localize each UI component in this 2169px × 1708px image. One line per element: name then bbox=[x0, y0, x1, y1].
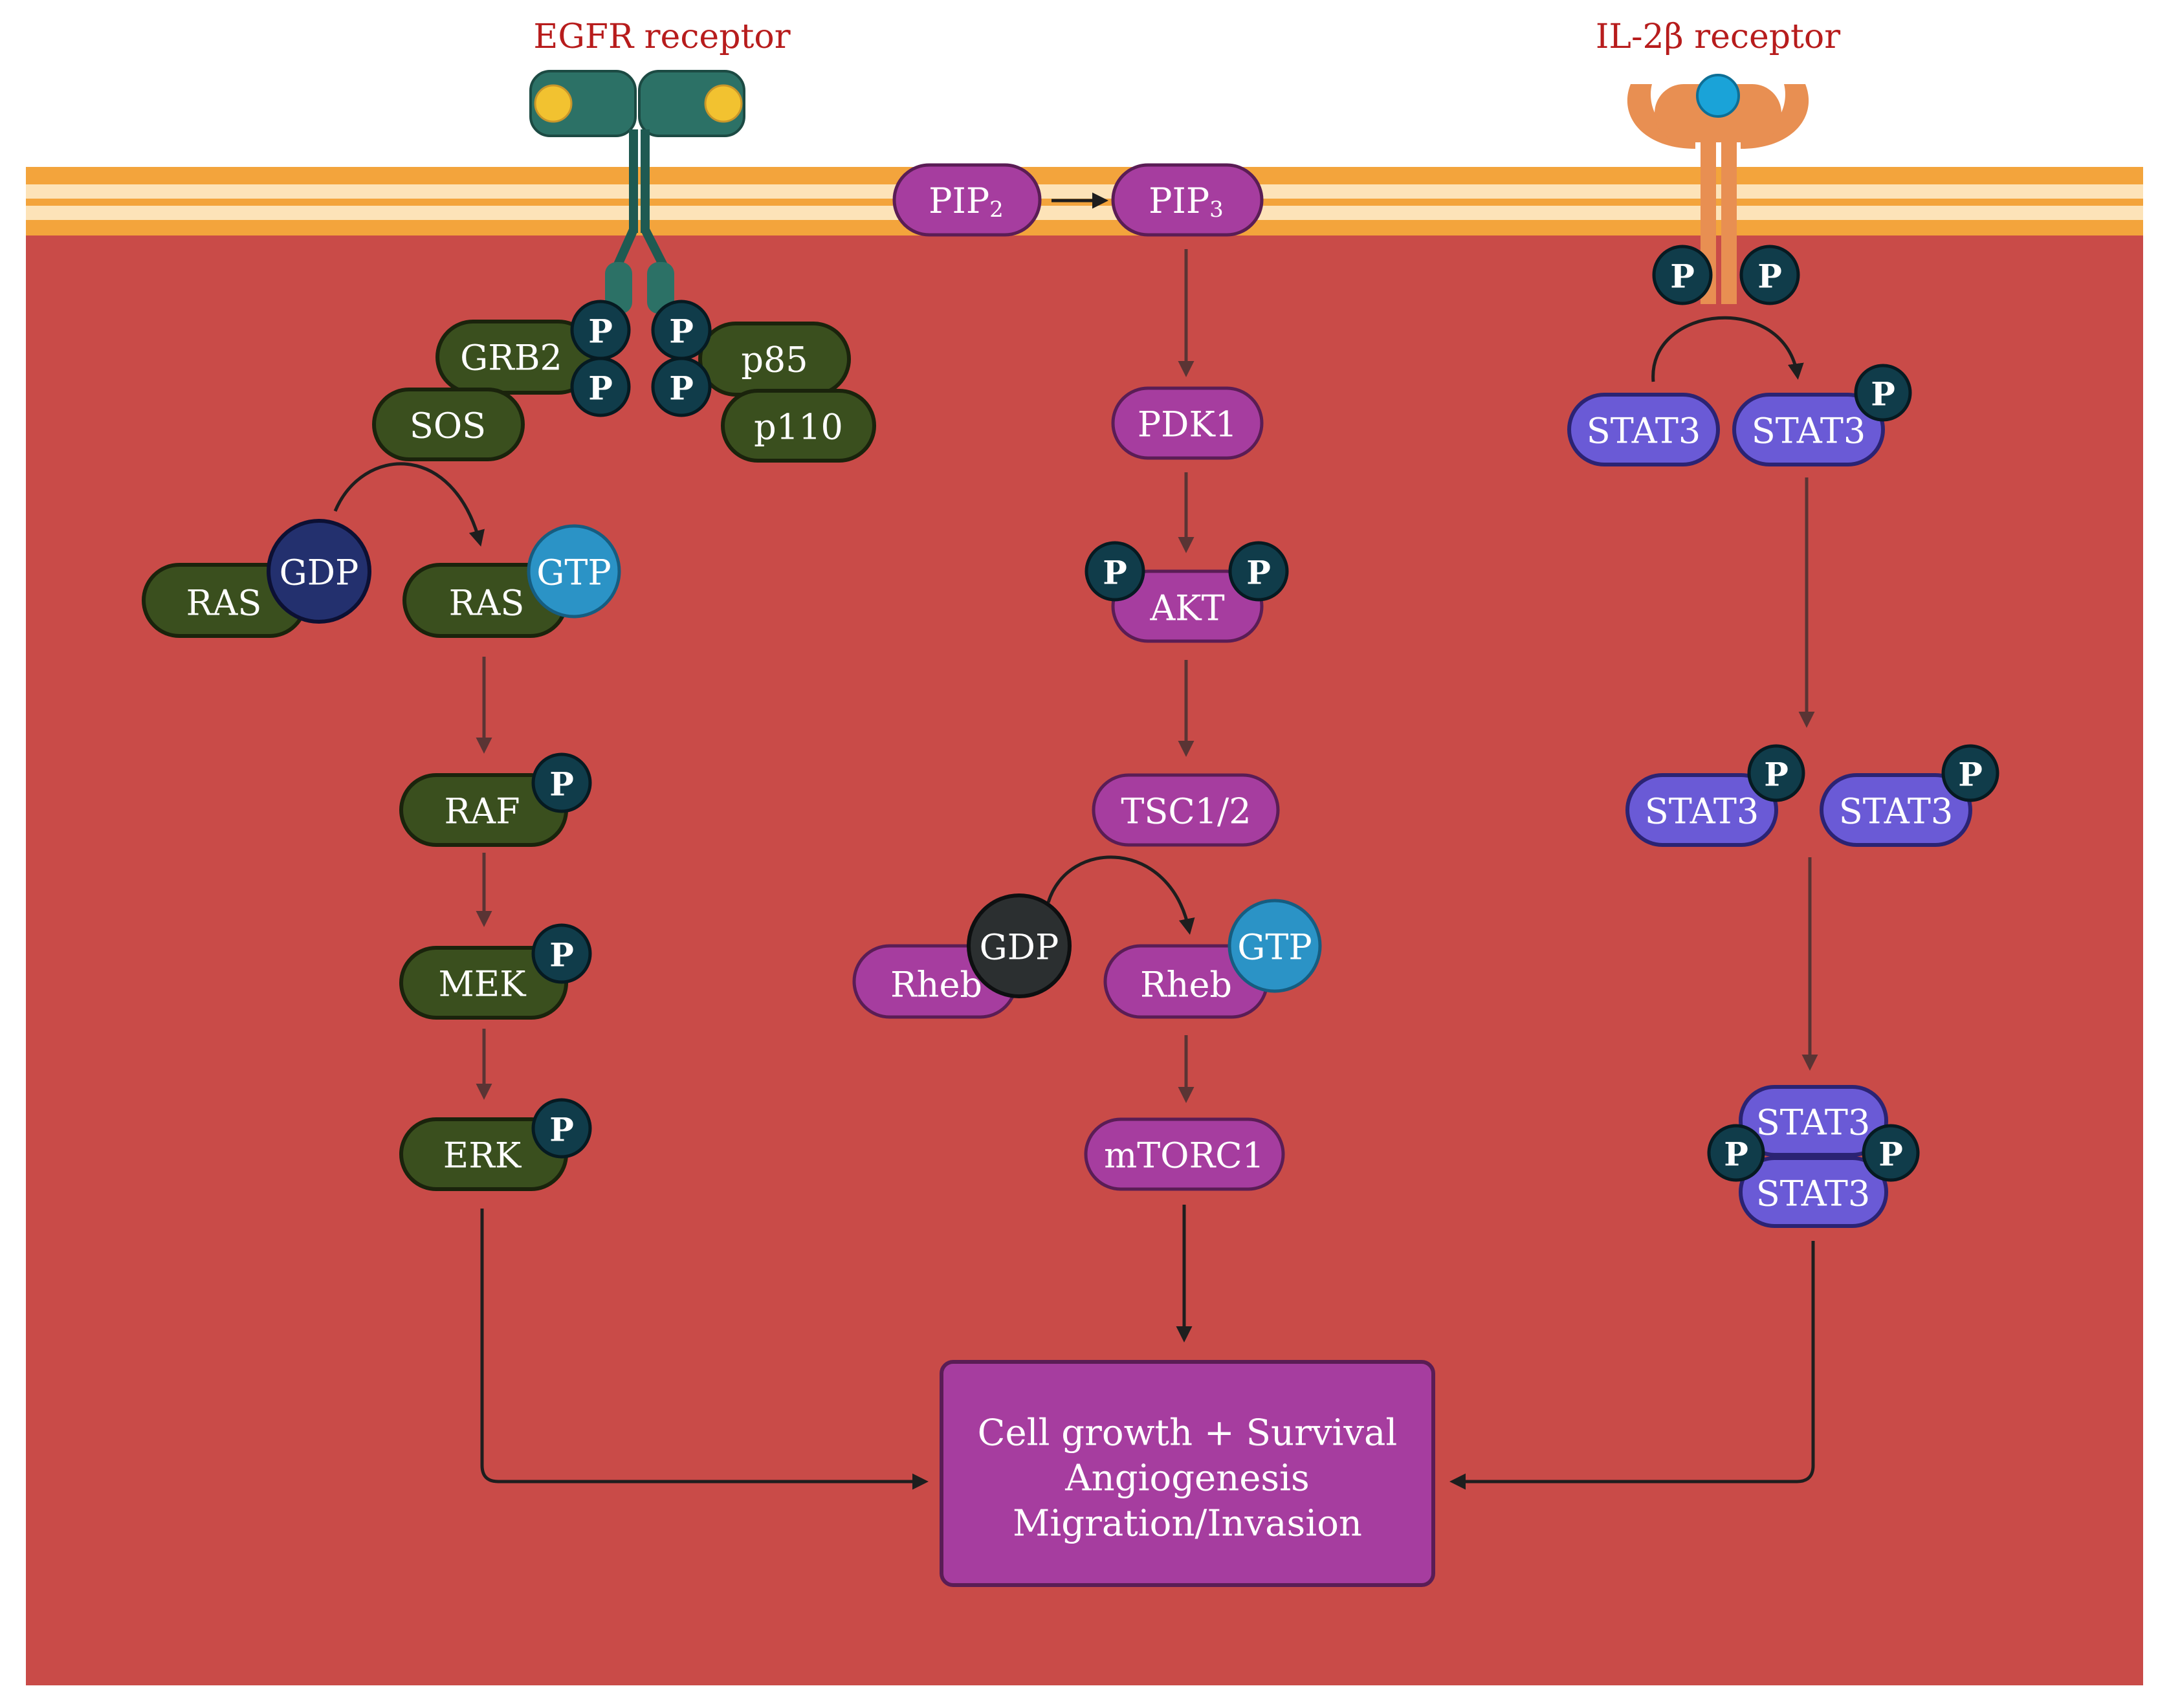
pip2-subscript: 2 bbox=[989, 197, 1004, 223]
gtp-label-rheb: GTP bbox=[1237, 927, 1312, 968]
pip2-node bbox=[892, 163, 1042, 237]
phospho-label-erk: P bbox=[549, 1111, 574, 1149]
stat3-dimer-top-node bbox=[1739, 1085, 1888, 1157]
ras-gdp-label: RAS bbox=[186, 583, 262, 624]
egfr-receptor bbox=[529, 70, 745, 314]
phospho-site-dimer-right bbox=[1862, 1124, 1920, 1182]
phospho-site-stat3-c bbox=[1747, 744, 1805, 802]
sos-node bbox=[372, 388, 525, 461]
il2-receptor-title: IL-2β receptor bbox=[1596, 17, 1840, 56]
stat3-label-b: STAT3 bbox=[1752, 411, 1866, 452]
outcome-line-3: Migration/Invasion bbox=[1013, 1503, 1362, 1545]
phospho-label-stat3-c: P bbox=[1764, 756, 1789, 794]
mtorc1-node bbox=[1084, 1117, 1285, 1191]
stat3-node-d bbox=[1820, 773, 1972, 847]
phospho-site-il2-left bbox=[1652, 245, 1713, 305]
rheb-gtp-label: Rheb bbox=[1140, 965, 1232, 1005]
phospho-label-dimer-left: P bbox=[1724, 1135, 1748, 1174]
pdk1-label: PDK1 bbox=[1138, 404, 1237, 445]
erk-to-output-arrow bbox=[480, 1209, 929, 1490]
phospho-label-dimer-right: P bbox=[1878, 1135, 1903, 1174]
phospho-label-egfr-4: P bbox=[669, 369, 694, 408]
p110-node bbox=[721, 389, 876, 463]
tsc-node bbox=[1092, 773, 1280, 847]
egfr-receptor-title: EGFR receptor bbox=[533, 17, 790, 56]
phospho-site-stat3-b bbox=[1854, 364, 1912, 422]
raf-label: RAF bbox=[444, 791, 520, 832]
p110-label: p110 bbox=[754, 407, 843, 448]
rheb-exchange-arrow bbox=[1046, 855, 1195, 935]
tsc-label: TSC1/2 bbox=[1121, 791, 1251, 832]
phospho-site-raf bbox=[531, 752, 592, 813]
stat3-phosphorylation-arrow bbox=[1651, 316, 1804, 382]
ras-exchange-arrow bbox=[333, 462, 485, 547]
phospho-label-mek: P bbox=[549, 936, 574, 974]
phospho-label-egfr-3: P bbox=[669, 312, 694, 351]
stat3-node-b bbox=[1732, 393, 1885, 466]
pip3-label: PIP bbox=[1149, 181, 1209, 221]
phospho-label-egfr-2: P bbox=[588, 369, 613, 408]
phospho-label-raf: P bbox=[549, 765, 574, 804]
cellular-outcome-box bbox=[940, 1360, 1435, 1587]
ras-gtp-label: RAS bbox=[449, 583, 525, 624]
phospho-label-akt-right: P bbox=[1246, 554, 1271, 592]
grb2-label: GRB2 bbox=[460, 338, 562, 378]
egfr-ligand-left bbox=[534, 84, 573, 123]
akt-label: AKT bbox=[1149, 588, 1224, 629]
svg-text:PIP3: PIP3 bbox=[1149, 181, 1224, 223]
phospho-site-egfr-4 bbox=[651, 356, 712, 417]
gdp-badge-ras bbox=[267, 519, 371, 624]
sos-label: SOS bbox=[410, 406, 486, 446]
mek-label: MEK bbox=[438, 964, 527, 1005]
stat3-dimer-top-label: STAT3 bbox=[1756, 1102, 1870, 1143]
akt-node bbox=[1111, 569, 1264, 643]
mtorc1-label: mTORC1 bbox=[1104, 1135, 1264, 1176]
phospho-site-mek bbox=[531, 923, 592, 984]
pdk1-node bbox=[1111, 386, 1264, 460]
gdp-label-ras: GDP bbox=[280, 553, 359, 593]
il2-ligand bbox=[1696, 74, 1740, 118]
phospho-site-akt-right bbox=[1228, 541, 1289, 602]
stat3-node-c bbox=[1625, 773, 1778, 847]
gdp-label-rheb: GDP bbox=[980, 927, 1059, 968]
phospho-site-dimer-left bbox=[1707, 1124, 1765, 1182]
p85-label: p85 bbox=[741, 340, 808, 380]
stat3-node-a bbox=[1567, 393, 1720, 466]
phospho-label-akt-left: P bbox=[1103, 554, 1127, 592]
gdp-badge-rheb bbox=[967, 893, 1072, 998]
svg-text:PIP2: PIP2 bbox=[929, 181, 1004, 223]
stat3-label-c: STAT3 bbox=[1645, 791, 1759, 832]
stat3-label-d: STAT3 bbox=[1839, 791, 1953, 832]
stat3-dimer-bottom-label: STAT3 bbox=[1756, 1174, 1870, 1214]
gtp-badge-rheb bbox=[1228, 899, 1322, 993]
phospho-label-stat3-b: P bbox=[1871, 375, 1895, 413]
gtp-label-ras: GTP bbox=[536, 553, 611, 593]
phospho-site-stat3-d bbox=[1941, 744, 1999, 802]
stat3-to-output-arrow bbox=[1449, 1241, 1815, 1490]
phospho-site-il2-right bbox=[1739, 245, 1800, 305]
phospho-site-erk bbox=[531, 1098, 592, 1159]
phospho-label-stat3-d: P bbox=[1958, 756, 1983, 794]
stat3-dimer-bottom-node bbox=[1739, 1156, 1888, 1228]
phospho-label-egfr-1: P bbox=[588, 312, 613, 351]
gtp-badge-ras bbox=[527, 524, 621, 619]
erk-label: ERK bbox=[443, 1135, 522, 1176]
pip3-subscript: 3 bbox=[1209, 197, 1224, 223]
egfr-phospho-group: P P P P bbox=[570, 300, 712, 417]
phospho-label-il2-right: P bbox=[1757, 257, 1782, 296]
rheb-gdp-label: Rheb bbox=[890, 965, 982, 1005]
outcome-line-1: Cell growth + Survival bbox=[978, 1412, 1398, 1454]
pip2-label: PIP bbox=[929, 181, 989, 221]
phospho-label-il2-left: P bbox=[1670, 257, 1695, 296]
stat3-label-a: STAT3 bbox=[1587, 411, 1701, 452]
phospho-site-akt-left bbox=[1084, 541, 1145, 602]
egfr-ligand-right bbox=[704, 84, 743, 123]
pip3-node bbox=[1111, 163, 1264, 237]
outcome-line-2: Angiogenesis bbox=[1064, 1458, 1310, 1500]
phospho-site-egfr-2 bbox=[570, 356, 631, 417]
